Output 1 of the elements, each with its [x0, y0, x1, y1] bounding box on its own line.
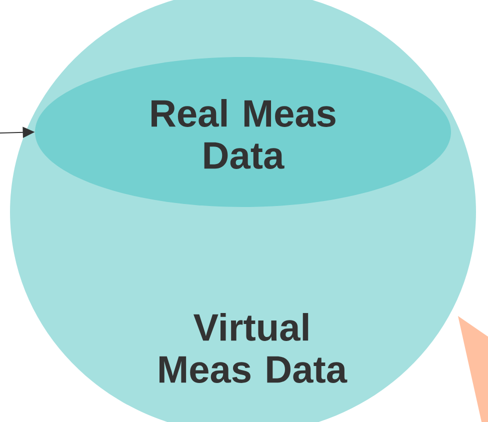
- pointer-shape: [458, 316, 488, 422]
